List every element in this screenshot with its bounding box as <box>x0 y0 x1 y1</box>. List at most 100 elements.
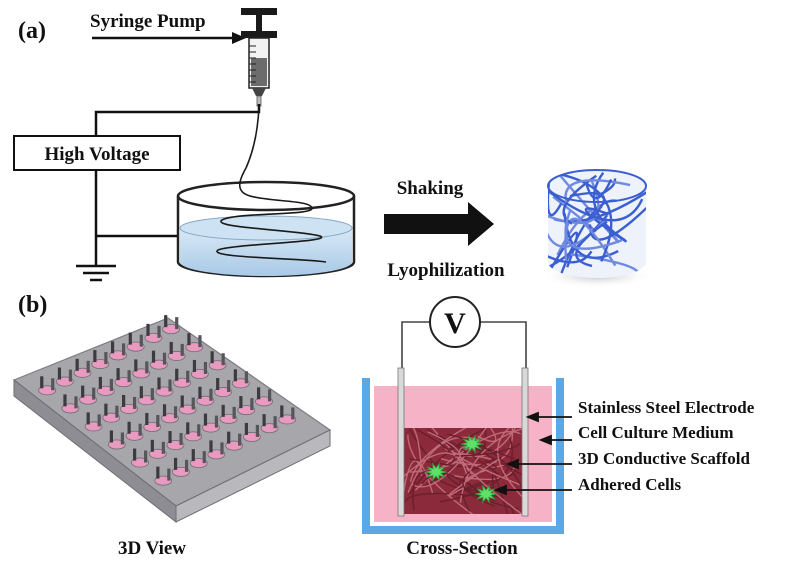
high-voltage-label: High Voltage <box>44 144 149 165</box>
well-electrode <box>104 403 108 416</box>
well-electrode <box>116 368 120 381</box>
well-electrode <box>244 371 248 384</box>
arrow-right-icon <box>384 202 494 246</box>
well-electrode <box>187 333 191 346</box>
well-electrode <box>262 414 266 427</box>
cell-icon <box>474 484 498 504</box>
well-electrode <box>156 415 160 427</box>
panel-a-letter: (a) <box>18 18 46 44</box>
well-electrode <box>179 433 183 446</box>
well-electrode <box>68 369 73 382</box>
scaffold-fiber <box>457 472 516 493</box>
lyophilization-label: Lyophilization <box>387 260 505 281</box>
well-electrode <box>198 335 202 348</box>
well-electrode <box>110 341 115 354</box>
well-electrode <box>86 412 90 425</box>
well-electrode <box>127 421 131 434</box>
well-electrode <box>157 325 161 338</box>
well-electrode <box>203 361 208 374</box>
scaffold-fiber <box>462 456 502 507</box>
fiber-strand <box>575 220 608 268</box>
scaffold-fiber <box>408 428 488 495</box>
well-electrode <box>280 405 284 418</box>
scaffold-fiber <box>409 428 467 482</box>
well-electrode <box>232 406 236 419</box>
scaffold-fiber <box>447 433 522 490</box>
well-electrode <box>150 439 154 452</box>
well-electrode <box>139 386 143 399</box>
well-electrode <box>250 398 254 411</box>
well-electrode <box>186 422 190 435</box>
well-electrode <box>127 370 131 383</box>
well-electrode <box>233 369 237 382</box>
well-electrode <box>173 457 178 470</box>
scaffold-fiber <box>437 434 500 476</box>
syringe-pump-label: Syringe Pump <box>90 11 206 32</box>
well-electrode <box>150 388 154 401</box>
scaffold-fiber <box>454 442 521 457</box>
fiber-jet <box>216 105 327 263</box>
scaffold-fiber <box>404 492 470 508</box>
scaffold-fiber <box>447 457 501 497</box>
well-electrode <box>162 404 167 417</box>
well-electrode <box>239 396 243 409</box>
adhered-cells <box>424 434 498 504</box>
well-electrode <box>133 448 137 461</box>
well-electrode <box>40 376 44 389</box>
fiber-strand <box>584 178 613 200</box>
well-electrode <box>256 387 261 400</box>
well-electrode <box>109 378 113 391</box>
well-electrode <box>221 404 225 417</box>
well-electrode <box>138 423 142 436</box>
cell-icon <box>424 462 448 482</box>
cross-section-container <box>362 367 564 534</box>
well-electrode <box>198 386 202 399</box>
well-electrode <box>191 449 195 462</box>
well-electrode <box>221 353 225 366</box>
well-electrode <box>203 413 208 426</box>
panel-b-letter: (b) <box>18 292 47 318</box>
scaffold-fiber <box>477 428 497 443</box>
well-electrode <box>93 350 97 363</box>
well-electrode <box>227 431 231 444</box>
well-electrode <box>128 332 132 345</box>
scaffold-fiber <box>410 431 461 473</box>
well-electrode <box>120 432 125 445</box>
well-electrode <box>81 385 85 398</box>
well-electrode <box>197 424 201 437</box>
legend-scaffold: 3D Conductive Scaffold <box>578 449 750 468</box>
fiber-strand <box>548 186 644 222</box>
fiber-strand <box>548 250 593 264</box>
well-electrode <box>291 407 295 420</box>
well-electrode <box>156 466 160 479</box>
well-electrode <box>175 317 179 330</box>
well-electrode <box>104 352 108 365</box>
well-electrode <box>169 341 173 354</box>
shaking-label: Shaking <box>397 178 464 199</box>
well-electrode <box>122 394 126 407</box>
scaffold-fiber <box>404 460 434 496</box>
well-electrode <box>267 389 272 402</box>
well-electrode <box>216 378 220 391</box>
voltmeter-symbol: V <box>444 307 466 340</box>
scaffold-fiber <box>427 428 487 456</box>
legend-cells: Adhered Cells <box>578 475 681 494</box>
ground-icon <box>76 264 116 282</box>
3d-view-caption: 3D View <box>118 538 186 559</box>
well-electrode <box>202 451 206 464</box>
well-electrode <box>209 388 213 401</box>
well-electrode <box>220 442 224 455</box>
well-electrode <box>167 468 171 481</box>
well-electrode <box>63 394 67 407</box>
well-electrode <box>133 396 137 409</box>
well-electrode <box>157 377 161 390</box>
fiber-scaffold-cylinder <box>539 169 655 288</box>
well-electrode <box>238 433 242 446</box>
well-electrode <box>184 459 189 472</box>
well-grid <box>38 315 297 486</box>
legend-pointers <box>493 411 572 496</box>
fiber-strand <box>564 209 623 250</box>
well-electrode <box>109 430 114 443</box>
